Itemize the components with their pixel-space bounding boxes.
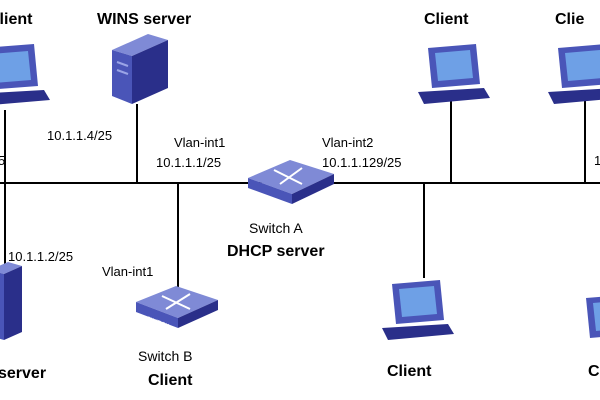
vlan-int1-b-label: Vlan-int1 (102, 264, 153, 279)
ip-wins-label: 10.1.1.4/25 (47, 128, 112, 143)
client-top-mid-icon (418, 44, 490, 104)
client-bottom-right-label: C (588, 363, 600, 380)
switch-b-icon: SWITCH (136, 286, 218, 330)
ip-vlan1-label: 10.1.1.1/25 (156, 155, 221, 170)
wins-server-icon (112, 34, 168, 104)
wins-server-label: WINS server (97, 11, 191, 28)
network-links (0, 100, 600, 290)
labels: Client WINS server Client Clie 10.1.1.4/… (0, 11, 600, 389)
switch-b-name-label: Switch B (138, 348, 192, 364)
switch-a-icon: SWITCH (248, 160, 334, 207)
vlan-int1-a-label: Vlan-int1 (174, 135, 225, 150)
switch-a-name-label: Switch A (249, 220, 303, 236)
ip-left-partial-label: 5 (0, 153, 5, 168)
switch-a-role-label: DHCP server (227, 243, 325, 260)
vlan-int2-label: Vlan-int2 (322, 135, 373, 150)
client-top-left-icon (0, 44, 50, 105)
client-top-left-label: Client (0, 11, 33, 28)
ip-right-partial-label: 1 (594, 153, 600, 168)
ip-vlan2-label: 10.1.1.129/25 (322, 155, 402, 170)
client-top-mid-label: Client (424, 11, 469, 28)
ip-dns-label: 10.1.1.2/25 (8, 249, 73, 264)
client-bottom-mid-icon (382, 280, 454, 340)
dns-server-label: server (0, 365, 46, 382)
switch-b-role-label: Client (148, 372, 193, 389)
client-top-right-label: Clie (555, 11, 584, 28)
dns-server-icon (0, 262, 22, 340)
client-bottom-right-icon (586, 296, 600, 338)
client-bottom-mid-label: Client (387, 363, 432, 380)
client-top-right-icon (548, 44, 600, 104)
